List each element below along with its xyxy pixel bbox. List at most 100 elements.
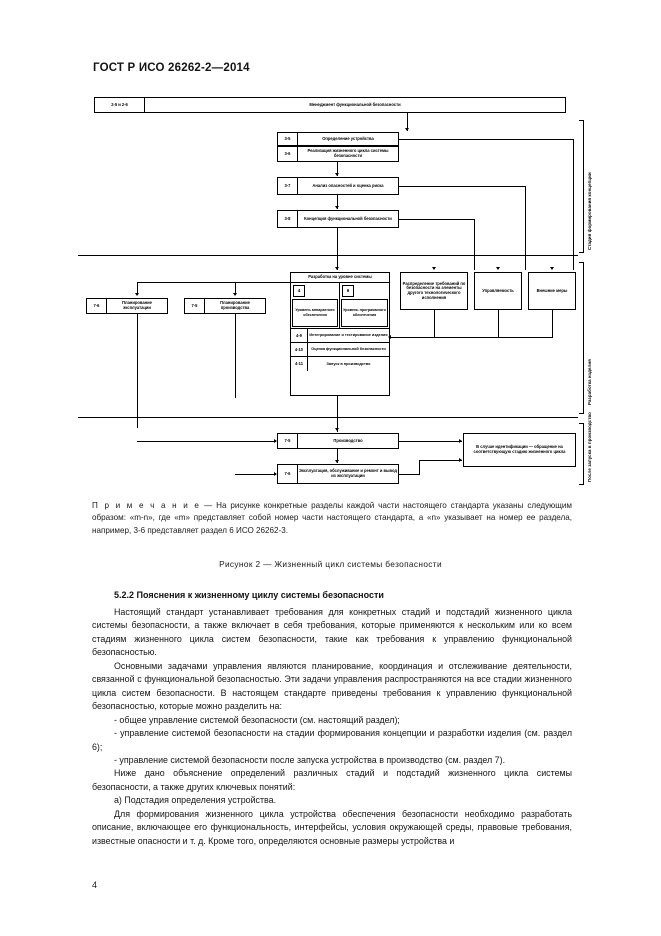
system-block-columns: 4 Уровень аппаратного обеспечения 6 Уров… bbox=[291, 282, 389, 329]
diagram-box-external-measures: Внешние меры bbox=[528, 272, 576, 310]
arrow-head bbox=[274, 471, 277, 476]
stage-label-after-release: После запуска в производство bbox=[587, 412, 592, 482]
system-block-column-hardware: 4 Уровень аппаратного обеспечения bbox=[291, 282, 340, 328]
connector-line bbox=[419, 460, 462, 462]
row-label: Запуск в производство bbox=[326, 361, 371, 366]
column-label: Уровень аппаратного обеспечения bbox=[292, 298, 338, 327]
connector-line bbox=[390, 337, 553, 339]
connector-line bbox=[235, 474, 276, 476]
system-block-row: 4-11 Запуск в производство bbox=[291, 356, 389, 371]
paragraph: Для формирования жизненного цикла устрой… bbox=[92, 808, 572, 846]
connector-line bbox=[337, 162, 339, 176]
diagram-box-label: Анализ опасностей и оценка риска bbox=[312, 182, 384, 188]
diagram-box-label: Планирование производства bbox=[220, 300, 250, 310]
stage-divider bbox=[78, 255, 578, 257]
stage-label-product-development: Разработка изделия bbox=[587, 359, 592, 405]
connector-line bbox=[337, 449, 339, 463]
diagram-box-requirement-allocation: Распределение требований по безопасности… bbox=[400, 272, 468, 310]
arrow-head bbox=[134, 293, 139, 296]
diagram-box-number: 3-8 bbox=[278, 211, 298, 227]
figure-caption: Рисунок 2 — Жизненный цикл системы безоп… bbox=[219, 559, 442, 569]
diagram-box-production-planning: 7-5 Планирование производства bbox=[184, 298, 266, 314]
row-number: 4-11 bbox=[291, 356, 308, 371]
note-dash: — bbox=[200, 501, 217, 510]
section-heading: 5.2.2 Пояснения к жизненному циклу систе… bbox=[114, 590, 384, 600]
connector-line bbox=[552, 310, 554, 338]
connector-line bbox=[137, 441, 276, 443]
diagram-box-label: Определение устройства bbox=[322, 135, 374, 141]
diagram-box-number: 3-7 bbox=[278, 178, 298, 194]
paragraph: Настоящий стандарт устанавливает требова… bbox=[92, 607, 572, 658]
connector-line bbox=[137, 314, 139, 428]
diagram-box-number: 7-6 bbox=[278, 465, 298, 483]
system-block-row: 4-10 Оценка функциональной безопасности bbox=[291, 342, 389, 357]
diagram-box-safety-management: 2-5 и 2-6 Менеджмент функциональной безо… bbox=[94, 97, 566, 113]
connector-line bbox=[137, 282, 290, 284]
section-body: Настоящий стандарт устанавливает требова… bbox=[92, 606, 572, 848]
column-number: 6 bbox=[342, 284, 354, 297]
list-item: а) Подстадия определения устройства. bbox=[114, 795, 277, 806]
list-item: - общее управление системой безопасности… bbox=[114, 714, 400, 725]
diagram-box-production: 7-5 Производство bbox=[277, 433, 399, 449]
connector-line bbox=[419, 460, 421, 475]
diagram-box-operation-service: 7-6 Эксплуатация, обслуживание и ремонт … bbox=[277, 464, 399, 484]
stage-bracket-concept bbox=[579, 120, 584, 253]
note-text: На рисунке конкретные разделы каждой час… bbox=[92, 501, 572, 535]
arrow-head bbox=[404, 128, 409, 131]
diagram-box-label: В случае идентификации — обращение на со… bbox=[473, 444, 566, 454]
system-block-rows: 4-9 Интегрирование и тестирование издели… bbox=[291, 328, 389, 371]
arrow-head bbox=[232, 293, 237, 296]
arrow-head bbox=[431, 267, 436, 270]
arrow-head bbox=[334, 206, 339, 209]
paragraph: Основными задачами управления являются п… bbox=[92, 660, 572, 712]
connector-line bbox=[337, 228, 339, 270]
list-item: - управление системой безопасности после… bbox=[114, 754, 506, 765]
diagram-box-label: Менеджмент функциональной безопасности bbox=[309, 101, 401, 107]
diagram-box-lifecycle-initiation: 3-6 Реализация жизненного цикла системы … bbox=[277, 146, 399, 162]
connector-line bbox=[337, 396, 339, 432]
diagram-box-label: Эксплуатация, обслуживание и ремонт и вы… bbox=[299, 468, 398, 478]
connector-line bbox=[337, 195, 339, 209]
diagram-box-number: 7-6 bbox=[87, 299, 107, 313]
arrow-head bbox=[459, 438, 462, 443]
arrow-head bbox=[549, 267, 554, 270]
diagram-box-label: Концепция функциональной безопасности bbox=[304, 215, 392, 221]
connector-line bbox=[235, 282, 237, 295]
diagram-box-hazard-analysis: 3-7 Анализ опасностей и оценка риска bbox=[277, 177, 399, 195]
connector-line bbox=[434, 310, 436, 338]
arrow-head bbox=[388, 334, 391, 339]
row-number: 4-9 bbox=[291, 328, 308, 342]
figure-note: П р и м е ч а н и е — На рисунке конкрет… bbox=[92, 500, 572, 537]
diagram-box-label: Реализация жизненного цикла системы безо… bbox=[307, 148, 389, 158]
diagram-box-controllability: Управляемость bbox=[474, 272, 522, 310]
arrow-head bbox=[334, 460, 339, 463]
row-number: 4-10 bbox=[291, 342, 308, 356]
column-label: Уровень программного обеспечения bbox=[341, 298, 388, 327]
connector-line bbox=[399, 441, 462, 443]
diagram-box-label: Распределение требований по безопасности… bbox=[402, 280, 466, 300]
diagram-box-number: 2-5 и 2-6 bbox=[95, 98, 145, 112]
page-number: 4 bbox=[92, 880, 98, 890]
diagram-box-number: 7-5 bbox=[185, 299, 205, 313]
diagram-box-number: 3-6 bbox=[278, 147, 298, 161]
stage-divider bbox=[78, 417, 578, 419]
arrow-head bbox=[459, 457, 462, 462]
connector-line bbox=[399, 139, 574, 141]
column-number: 4 bbox=[293, 284, 305, 297]
safety-lifecycle-diagram: 2-5 и 2-6 Менеджмент функциональной безо… bbox=[78, 90, 592, 490]
diagram-box-label: Производство bbox=[333, 437, 363, 443]
diagram-box-operation-planning: 7-6 Планирование эксплуатации bbox=[86, 298, 168, 314]
system-block-column-software: 6 Уровень программного обеспечения bbox=[340, 283, 389, 328]
connector-line bbox=[399, 219, 475, 221]
connector-line bbox=[525, 186, 527, 270]
list-item: - управление системой безопасности на ст… bbox=[92, 728, 572, 752]
row-label: Интегрирование и тестирование изделия bbox=[309, 333, 388, 338]
connector-line bbox=[137, 282, 139, 295]
arrow-head bbox=[274, 438, 277, 443]
diagram-box-feedback: В случае идентификации — обращение на со… bbox=[463, 433, 576, 467]
connector-line bbox=[399, 186, 526, 188]
diagram-box-item-definition: 3-5 Определение устройства bbox=[277, 132, 399, 146]
note-heading: П р и м е ч а н и е bbox=[92, 501, 201, 510]
stage-label-concept: Стадия формирования концепции bbox=[587, 172, 592, 250]
